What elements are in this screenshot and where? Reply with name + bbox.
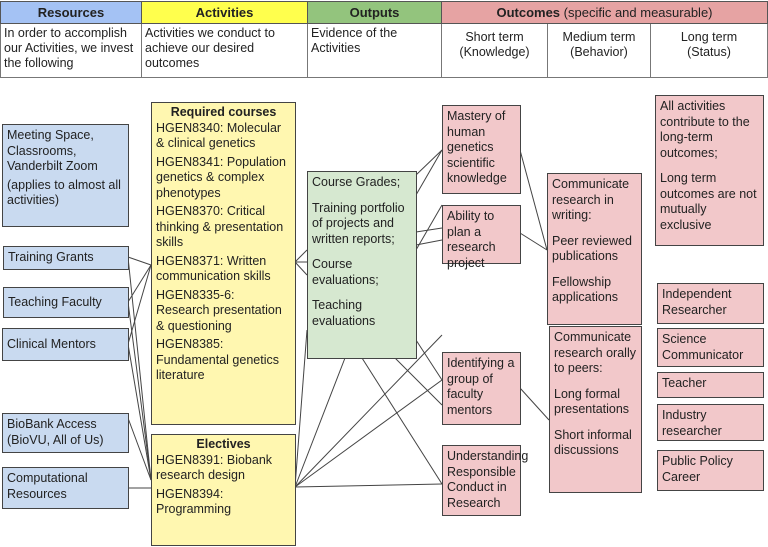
- electives-box: Electives HGEN8391: Biobank research des…: [151, 434, 296, 546]
- header-activities: Activities: [141, 1, 308, 24]
- connector: [415, 339, 443, 381]
- connector: [294, 261, 308, 276]
- subheader-long-term: Long term(Status): [650, 24, 768, 78]
- connector: [294, 379, 443, 488]
- connector: [519, 149, 548, 251]
- required-courses-title: Required courses: [170, 105, 277, 119]
- short-term-outcome: Mastery of human genetics scientific kno…: [442, 105, 521, 194]
- resource-meeting-label: Meeting Space, Classrooms, Vanderbilt Zo…: [7, 128, 98, 173]
- connector: [127, 264, 152, 345]
- connector: [394, 357, 443, 406]
- output-item: Course Grades;: [312, 175, 401, 189]
- resource-biobank-access: BioBank Access (BioVU, All of Us): [2, 413, 129, 453]
- required-courses-box: Required courses HGEN8340: Molecular & c…: [151, 102, 296, 425]
- course-item: HGEN8370: Critical thinking & presentati…: [156, 204, 284, 249]
- connector: [127, 264, 152, 303]
- course-item: HGEN8371: Written communication skills: [156, 253, 271, 284]
- connector: [294, 483, 443, 488]
- connector: [519, 232, 548, 251]
- connector: [127, 417, 152, 481]
- long-term-outcome: Public Policy Career: [657, 450, 764, 491]
- header-outputs: Outputs: [307, 1, 442, 24]
- subheader-activities: Activities we conduct to achieve our des…: [141, 24, 308, 78]
- short-term-outcome: Ability to plan a research project: [442, 205, 521, 270]
- course-item: HGEN8385: Fundamental genetics literatur…: [156, 337, 279, 382]
- oral-item: Short informal discussions: [554, 427, 632, 458]
- header-outcomes: Outcomes (specific and measurable): [441, 1, 768, 24]
- connector: [127, 343, 152, 481]
- output-item: Course evaluations;: [312, 257, 379, 287]
- oral-title: Communicate research orally to peers:: [554, 330, 636, 375]
- connector: [294, 334, 443, 488]
- medium-term-sub: (Behavior): [570, 45, 628, 59]
- connector: [127, 256, 152, 266]
- connector: [519, 387, 550, 421]
- writing-title: Communicate research in writing:: [552, 177, 630, 222]
- long-term-outcome: Independent Researcher: [657, 283, 764, 324]
- long-term-note-2: Long term outcomes are not mutually excl…: [660, 171, 757, 232]
- resource-meeting-note: (applies to almost all activities): [7, 177, 121, 208]
- connector: [294, 357, 346, 488]
- subheader-resources: In order to accomplish our Activities, w…: [0, 24, 142, 78]
- medium-term-writing: Communicate research in writing: Peer re…: [547, 173, 642, 325]
- connector: [415, 204, 443, 251]
- electives-title: Electives: [196, 437, 251, 451]
- course-item: HGEN8341: Population genetics & complex …: [156, 154, 286, 200]
- short-term-outcome: Identifying a group of faculty mentors: [442, 352, 521, 425]
- resource-training-grants: Training Grants: [3, 246, 129, 270]
- connector: [415, 149, 443, 196]
- resource-meeting-space: Meeting Space, Classrooms, Vanderbilt Zo…: [2, 124, 129, 227]
- long-term-note: All activities contribute to the long-te…: [655, 95, 764, 246]
- resource-computational: Computational Resources: [2, 467, 129, 509]
- oral-item: Long formal presentations: [554, 386, 630, 417]
- long-term-sub: (Status): [687, 45, 731, 59]
- resource-teaching-faculty: Teaching Faculty: [3, 287, 129, 318]
- short-term-outcome: Understanding Responsible Conduct in Res…: [442, 445, 528, 516]
- writing-item: Fellowship applications: [552, 274, 619, 305]
- connector: [294, 329, 308, 488]
- output-item: Training portfolio of projects and writt…: [312, 200, 405, 246]
- connector: [415, 239, 443, 246]
- header-outcomes-title: Outcomes: [496, 5, 561, 20]
- short-term-label: Short term: [465, 30, 524, 44]
- course-item: HGEN8340: Molecular & clinical genetics: [156, 120, 282, 151]
- short-term-sub: (Knowledge): [459, 45, 530, 59]
- long-term-outcome: Teacher: [657, 372, 764, 398]
- long-term-outcome: Industry researcher: [657, 404, 764, 441]
- long-term-label: Long term: [680, 30, 738, 44]
- header-outcomes-note: (specific and measurable): [560, 5, 713, 20]
- medium-term-label: Medium term: [562, 30, 636, 44]
- outputs-box: Course Grades; Training portfolio of pro…: [307, 171, 417, 359]
- connector: [361, 357, 443, 485]
- resource-clinical-mentors: Clinical Mentors: [2, 328, 129, 361]
- long-term-note-1: All activities contribute to the long-te…: [660, 99, 750, 160]
- long-term-outcome: Science Communicator: [657, 328, 764, 367]
- connector: [294, 249, 308, 263]
- course-item: HGEN8394: Programming: [156, 486, 232, 517]
- connector: [415, 149, 443, 176]
- course-item: HGEN8335-6: Research presentation & ques…: [156, 287, 282, 333]
- header-resources: Resources: [0, 1, 142, 24]
- writing-item: Peer reviewed publications: [552, 233, 632, 264]
- medium-term-oral: Communicate research orally to peers: Lo…: [549, 326, 642, 493]
- course-item: HGEN8391: Biobank research design: [156, 452, 273, 483]
- output-item: Teaching evaluations: [312, 298, 376, 328]
- connector: [415, 227, 443, 233]
- connector: [127, 256, 152, 481]
- connector: [127, 301, 152, 481]
- subheader-short-term: Short term(Knowledge): [441, 24, 548, 78]
